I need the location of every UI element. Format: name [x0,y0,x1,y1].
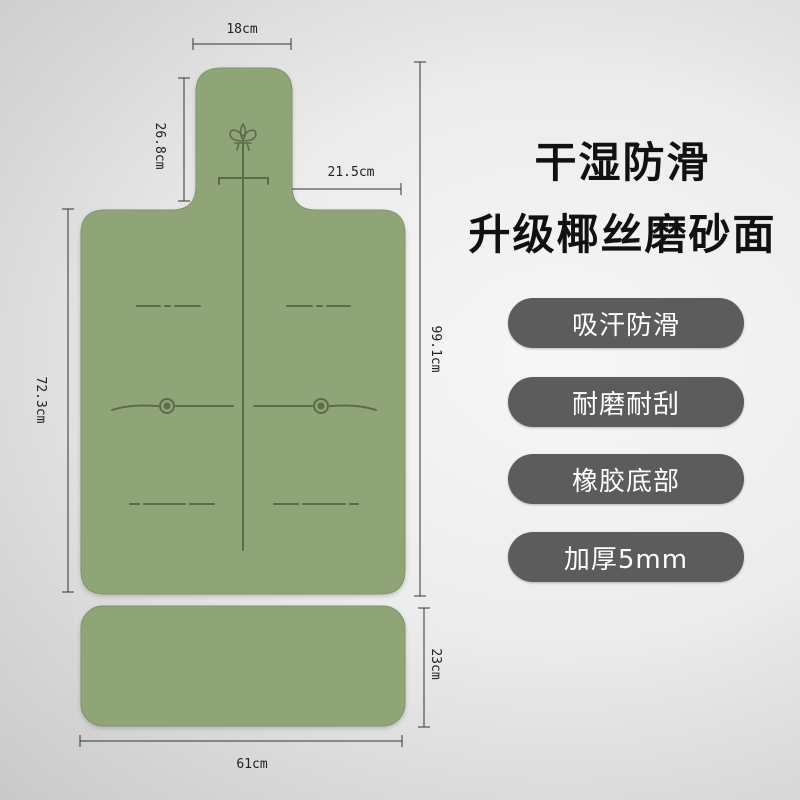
target-circle-icon [159,398,175,414]
dim-handle-height: 26.8cm [152,123,167,170]
feature-badge-sweat-absorbent: 吸汗防滑 [508,298,744,348]
headline-line-1: 干湿防滑 [534,138,711,187]
fleur-de-lis-icon [229,122,257,151]
dim-handle-width: 18cm [226,22,257,37]
dim-total-height: 99.1cm [428,326,443,373]
mat-alignment-lines [111,139,377,551]
target-circle-icon [313,398,329,414]
dim-main-height: 72.3cm [33,377,48,424]
dim-shoulder-width: 21.5cm [328,165,375,180]
feature-badge-rubber-base: 橡胶底部 [508,454,744,504]
headline-line-2: 升级椰丝磨砂面 [468,210,777,259]
feature-badge-thickness: 加厚5mm [508,532,744,582]
dimension-lines [62,38,430,747]
feature-badge-wear-resistant: 耐磨耐刮 [508,377,744,427]
dim-total-width: 61cm [236,757,267,772]
dim-pad-height: 23cm [428,648,443,679]
yoga-mat-knee-pad [80,605,406,727]
